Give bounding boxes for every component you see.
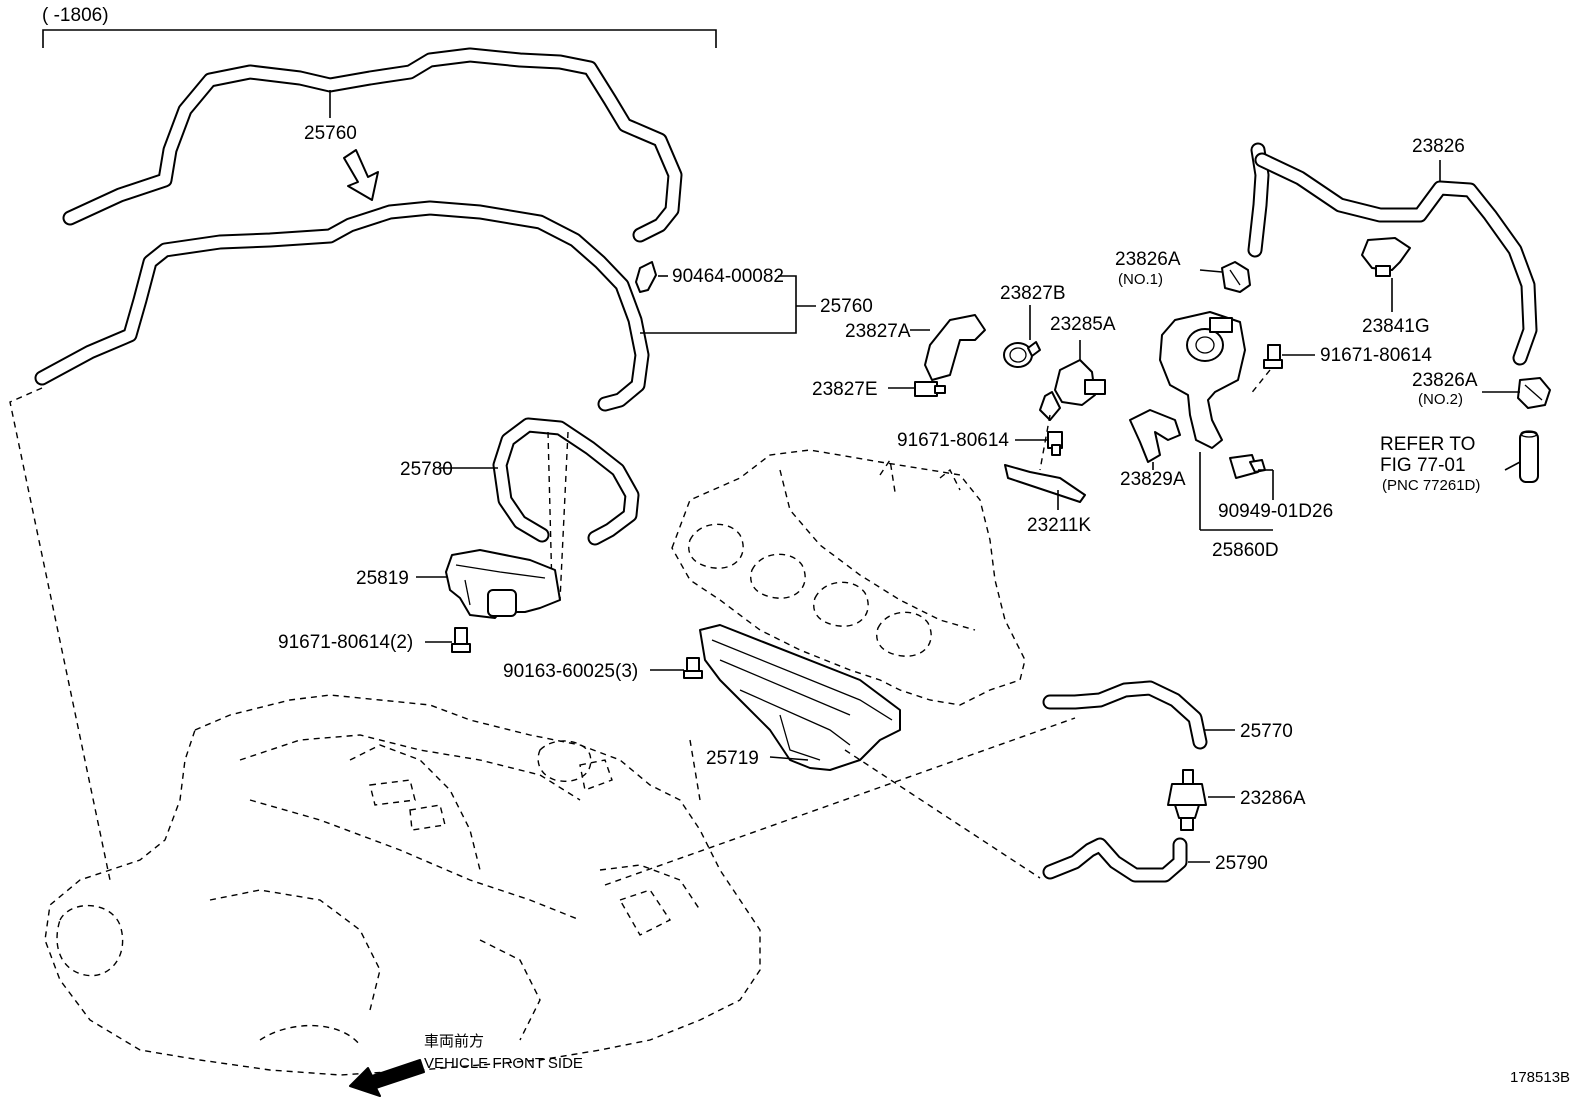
label-23826: 23826 xyxy=(1412,136,1465,157)
dash-25719-to-25790 xyxy=(844,749,1041,879)
label-25770: 25770 xyxy=(1240,721,1293,742)
bolt-91671-right-icon xyxy=(1263,344,1283,369)
label-91671-right: 91671-80614 xyxy=(1320,345,1432,366)
label-23827A: 23827A xyxy=(845,321,911,342)
gasket-23211K xyxy=(1004,464,1086,503)
dash-engine-a xyxy=(689,739,701,801)
connector-23841G-icon xyxy=(1361,237,1411,277)
dash-25780-b xyxy=(559,431,569,601)
dash-25780-a xyxy=(547,431,553,591)
label-23285A: 23285A xyxy=(1050,314,1116,335)
front-en: VEHICLE FRONT SIDE xyxy=(424,1055,583,1072)
refer-line3: (PNC 77261D) xyxy=(1382,477,1480,494)
connector-23827E-icon xyxy=(914,381,946,397)
label-25760-top: 25760 xyxy=(304,123,357,144)
dash-91671-mid xyxy=(1039,414,1051,471)
bolt-91671-2-icon xyxy=(451,627,471,653)
label-no2: (NO.2) xyxy=(1418,391,1463,408)
label-23827B: 23827B xyxy=(1000,283,1066,304)
label-no1: (NO.1) xyxy=(1118,271,1163,288)
label-90949: 90949-01D26 xyxy=(1218,501,1333,522)
hose-25760-lower xyxy=(34,200,650,412)
dash-91671-right xyxy=(1249,369,1271,396)
leader-23826A-no1 xyxy=(1199,269,1223,273)
leader-refer xyxy=(1504,461,1521,471)
hose-25770 xyxy=(1042,680,1208,750)
label-23827E: 23827E xyxy=(812,379,878,400)
clamp-23826A-no1-icon xyxy=(1221,261,1251,293)
label-23829A: 23829A xyxy=(1120,469,1186,490)
label-91671-mid: 91671-80614 xyxy=(897,430,1009,451)
label-90464: 90464-00082 xyxy=(672,266,784,287)
label-23211K: 23211K xyxy=(1027,515,1091,536)
check-valve-23286A xyxy=(1167,769,1207,831)
intake-manifold xyxy=(671,449,1026,706)
hose-25780 xyxy=(492,417,640,546)
bolt-91671-mid-icon xyxy=(1047,431,1063,456)
refer-hose-icon xyxy=(1519,430,1539,483)
hose-23829A xyxy=(1129,409,1181,463)
refer-line2: FIG 77-01 xyxy=(1380,455,1466,476)
label-25780: 25780 xyxy=(400,459,453,480)
label-25790: 25790 xyxy=(1215,853,1268,874)
clamp-23827B-icon xyxy=(1003,341,1041,368)
label-23826A-no2: 23826A xyxy=(1412,370,1478,391)
label-25719: 25719 xyxy=(706,748,759,769)
range-label: ( -1806) xyxy=(42,5,109,26)
hose-25760-upper xyxy=(62,47,683,243)
intake-cover-25719 xyxy=(699,624,901,771)
label-25860D: 25860D xyxy=(1212,540,1279,561)
connector-90949-icon xyxy=(1229,454,1266,479)
hose-23827A xyxy=(924,314,986,381)
figure-id: 178513B xyxy=(1510,1069,1570,1086)
valve-23285A xyxy=(1039,359,1106,421)
front-arrow-icon xyxy=(349,1059,425,1097)
hose-25790 xyxy=(1042,837,1188,883)
label-90163: 90163-60025(3) xyxy=(503,661,638,682)
label-23826A-no1: 23826A xyxy=(1115,249,1181,270)
label-91671-2: 91671-80614(2) xyxy=(278,632,413,653)
label-23841G: 23841G xyxy=(1362,316,1430,337)
clip-90464-icon xyxy=(635,261,657,293)
arrow-down-icon xyxy=(343,149,379,201)
front-jp: 車両前方 xyxy=(424,1033,484,1050)
engine-block xyxy=(44,694,761,1076)
vsv-25819 xyxy=(445,549,561,619)
label-25819: 25819 xyxy=(356,568,409,589)
clamp-23826A-no2-icon xyxy=(1517,377,1551,409)
valve-25860D xyxy=(1159,311,1246,449)
bolt-90163-icon xyxy=(683,657,703,679)
label-25760-right: 25760 xyxy=(820,296,873,317)
range-bracket xyxy=(42,29,717,48)
refer-line1: REFER TO xyxy=(1380,434,1475,455)
leader-25719 xyxy=(769,756,809,761)
leader-25760-right xyxy=(640,275,797,334)
dash-hose-to-engine xyxy=(9,387,111,881)
label-23286A: 23286A xyxy=(1240,788,1306,809)
hose-23826 xyxy=(1247,142,1538,366)
